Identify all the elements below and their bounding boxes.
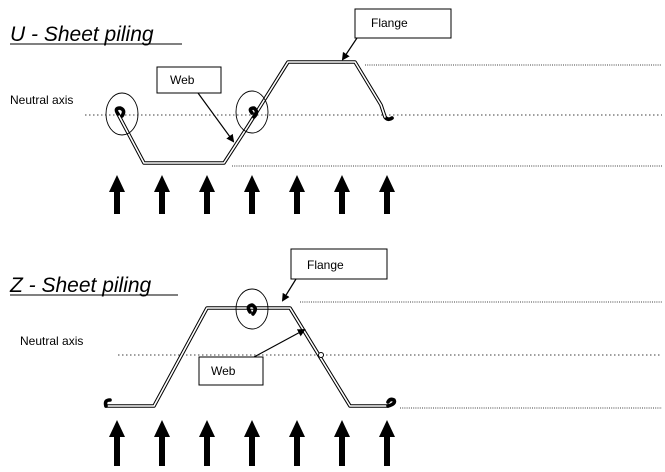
u-neutral-axis-label: Neutral axis	[10, 93, 73, 107]
z-load-arrow	[154, 420, 170, 466]
u-left-interlock-circle	[105, 92, 139, 136]
u-flange-leader	[341, 37, 358, 61]
u-load-arrow	[109, 175, 125, 214]
z-load-arrow	[244, 420, 260, 466]
z-load-arrow	[199, 420, 215, 466]
z-web-leader	[253, 329, 306, 358]
z-web-label: Web	[211, 364, 236, 378]
u-load-arrow	[244, 175, 260, 214]
z-flange-leader	[281, 278, 297, 302]
u-load-arrow	[289, 175, 305, 214]
u-middle-interlock-circle	[235, 90, 269, 134]
z-interlock-circle	[235, 288, 269, 330]
u-web-callout-box	[156, 66, 222, 94]
z-flange-label: Flange	[307, 258, 344, 272]
z-neutral-axis-label: Neutral axis	[20, 334, 83, 348]
u-flange-label: Flange	[371, 16, 408, 30]
u-sheet-piling-section: U - Sheet piling Neutral axis Flange Web	[10, 8, 662, 214]
u-load-arrow	[154, 175, 170, 214]
u-web-leader	[197, 92, 235, 143]
z-centroid-marker	[318, 352, 324, 358]
z-section-title: Z - Sheet piling	[9, 274, 152, 297]
z-flange-callout-box	[290, 248, 388, 280]
z-sheet-piling-section: Z - Sheet piling Neutral axis Flange Web	[9, 248, 662, 466]
u-load-arrow	[379, 175, 395, 214]
u-load-arrows	[109, 175, 395, 214]
u-load-arrow	[334, 175, 350, 214]
u-load-arrow	[199, 175, 215, 214]
z-load-arrow	[334, 420, 350, 466]
u-pile-profile	[114, 60, 394, 165]
z-pile-profile	[103, 303, 397, 408]
z-load-arrow	[109, 420, 125, 466]
z-load-arrow	[289, 420, 305, 466]
u-flange-callout-box	[354, 8, 452, 39]
z-load-arrows	[109, 420, 395, 466]
z-load-arrow	[379, 420, 395, 466]
u-web-label: Web	[170, 73, 195, 87]
u-section-title: U - Sheet piling	[10, 23, 154, 46]
z-web-callout-box	[198, 356, 264, 386]
